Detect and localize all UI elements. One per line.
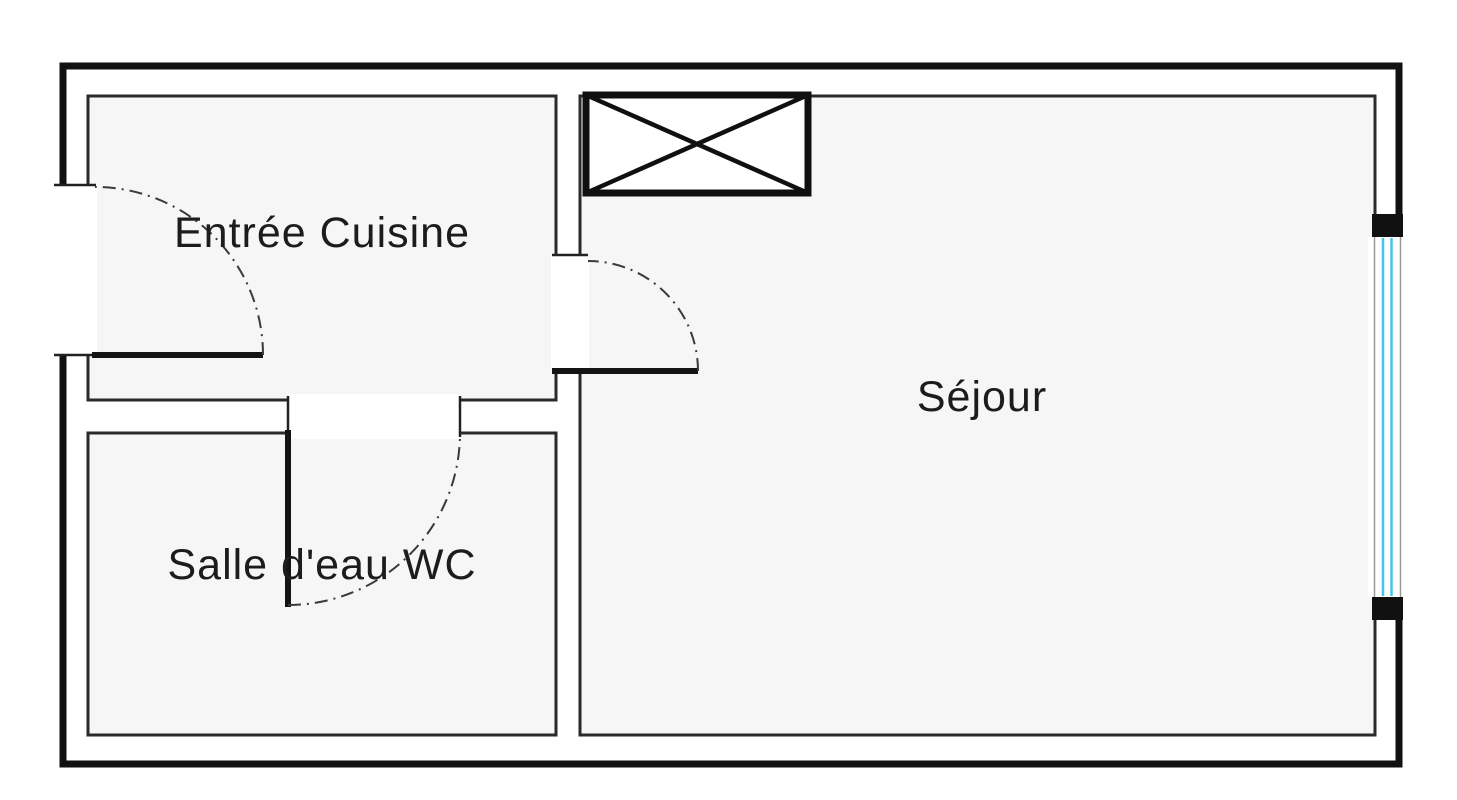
window xyxy=(1372,214,1403,620)
room-entree-cuisine xyxy=(86,94,558,402)
room-label-salle-eau-wc: Salle d'eau WC xyxy=(167,541,477,589)
window-jamb-bottom xyxy=(1372,597,1403,620)
door-opening-bathroom xyxy=(289,394,459,439)
room-sejour xyxy=(578,94,1377,737)
door-swing-arc-bathroom xyxy=(287,432,461,606)
window-jamb-top xyxy=(1372,214,1403,237)
duct-shaft-cross-line xyxy=(585,92,809,196)
door-swing-arc-sejour xyxy=(587,260,699,372)
door-opening-sejour xyxy=(551,256,589,370)
duct-shaft-symbol xyxy=(582,91,812,197)
room-label-entree-cuisine: Entrée Cuisine xyxy=(173,209,471,257)
door-swing-arc-entrance xyxy=(94,186,264,356)
room-label-sejour: Séjour xyxy=(916,373,1048,421)
door-opening-entrance xyxy=(53,186,97,354)
window-opening xyxy=(1368,237,1412,597)
